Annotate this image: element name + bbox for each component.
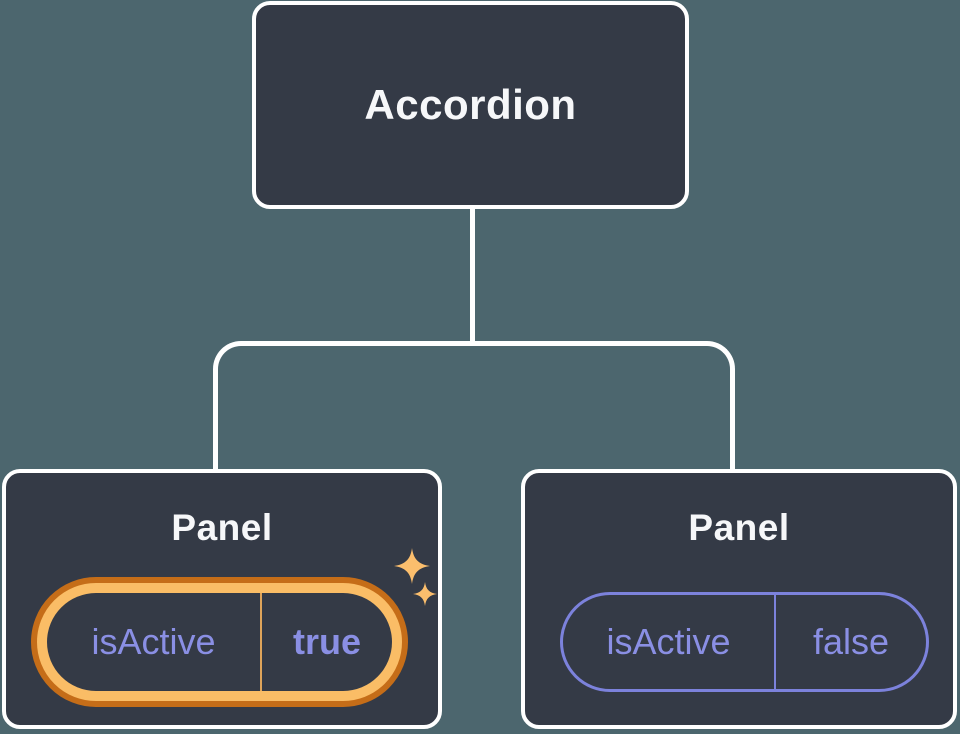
component-node-panel-1: Panel isActive true [2,469,442,729]
state-divider [260,593,262,691]
connector-stem [470,208,475,344]
state-pill-highlighted: isActive true [31,577,408,707]
panel-2-label: Panel [688,507,790,548]
state-divider [774,595,776,689]
state-value: true [292,621,361,662]
state-key: isActive [606,621,731,662]
panel-1-label: Panel [171,507,273,548]
state-key: isActive [91,621,216,662]
accordion-node-label: Accordion [364,81,577,128]
state-value: false [812,621,890,662]
sparkle-icon [394,548,430,584]
sparkle-icon [413,582,437,606]
component-node-accordion: Accordion [252,1,689,209]
component-node-panel-2: Panel isActive false [521,469,957,729]
state-pill-plain: isActive false [560,592,929,692]
connector-bracket [213,341,735,469]
state-pill-inner: isActive true [47,593,392,691]
